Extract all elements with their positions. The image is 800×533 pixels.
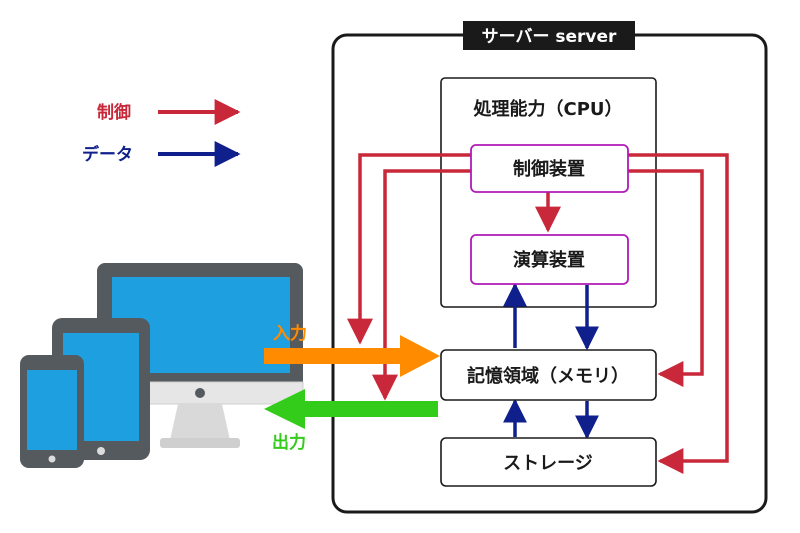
control-unit-label: 制御装置 — [513, 158, 585, 180]
output-arrow: 出力 — [264, 389, 438, 453]
server-title: サーバー server — [482, 27, 617, 47]
cpu-label: 処理能力（CPU） — [473, 98, 622, 120]
data-arrows — [503, 282, 599, 440]
legend-control-label: 制御 — [97, 102, 131, 123]
control-to-memory-arrow — [628, 169, 704, 387]
legend-data-label: データ — [82, 144, 133, 165]
storage-label: ストレージ — [503, 453, 593, 474]
arithmetic-unit-box: 演算装置 — [470, 234, 629, 285]
control-arrows — [347, 153, 729, 474]
control-to-storage-arrow — [628, 153, 729, 474]
control-to-output-arrow — [372, 169, 471, 401]
memory-label: 記憶領域（メモリ） — [467, 365, 629, 387]
control-unit-box: 制御装置 — [470, 144, 629, 193]
legend: 制御 データ — [82, 99, 241, 167]
storage-box: ストレージ — [440, 437, 657, 487]
input-label: 入力 — [273, 323, 307, 344]
arithmetic-unit-label: 演算装置 — [513, 249, 585, 271]
control-to-input-arrow — [347, 153, 471, 345]
output-label: 出力 — [272, 432, 306, 453]
server-title-badge — [463, 21, 635, 50]
input-arrow: 入力 — [264, 323, 440, 377]
smartphone-icon — [20, 355, 84, 468]
memory-box: 記憶領域（メモリ） — [440, 349, 657, 401]
